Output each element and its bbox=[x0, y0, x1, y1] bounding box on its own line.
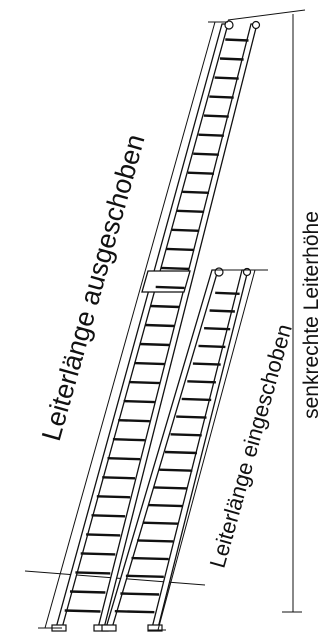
retracted-ladder-rung bbox=[215, 291, 240, 295]
extended-ladder-rung bbox=[161, 266, 190, 271]
retracted-ladder-rung bbox=[131, 556, 169, 561]
extended-ladder-rung bbox=[225, 38, 249, 42]
extended-ladder-rung bbox=[75, 571, 111, 575]
retracted-ladder-rung bbox=[198, 344, 226, 349]
extended-ladder-rung bbox=[107, 457, 141, 461]
extended-ladder-rung bbox=[139, 342, 170, 347]
retracted-ladder bbox=[101, 267, 252, 632]
retracted-ladder-rung bbox=[159, 468, 193, 472]
vertical-height-dimension bbox=[227, 9, 306, 613]
retracted-ladder-rung bbox=[153, 486, 188, 490]
extended-length-dimension bbox=[38, 21, 228, 629]
retracted-length-dimension bbox=[148, 269, 268, 631]
retracted-ladder-rung bbox=[176, 415, 207, 419]
extended-ladder-rung bbox=[219, 57, 244, 61]
extended-ladder-rung bbox=[150, 304, 180, 309]
retracted-ladder-rungs bbox=[114, 291, 240, 614]
retracted-ladder-rung bbox=[120, 592, 160, 596]
retracted-ladder-rung bbox=[192, 362, 221, 366]
extended-ladder-rung bbox=[80, 552, 116, 556]
extended-ladder-rungs bbox=[64, 38, 249, 613]
extended-ladder-rung bbox=[214, 76, 239, 80]
retracted-ladder-rung bbox=[181, 397, 212, 402]
retracted-ladder-left-foot bbox=[101, 624, 117, 632]
extended-ladder-rung bbox=[96, 495, 131, 499]
extended-ladder-rung bbox=[187, 171, 215, 175]
extended-ladder-rung bbox=[193, 152, 219, 156]
retracted-ladder-rung bbox=[164, 450, 198, 455]
retracted-ladder-rung bbox=[170, 433, 202, 437]
vertical-height-label: senkrechte Leiterhöhe bbox=[300, 211, 323, 419]
extended-ladder-rung bbox=[123, 399, 155, 404]
extended-length-label: Leiterlänge ausgeschoben bbox=[36, 131, 151, 444]
retracted-ladder-rung bbox=[148, 503, 183, 508]
retracted-ladder-rung bbox=[114, 610, 155, 614]
extended-ladder-rung bbox=[112, 438, 145, 442]
extended-ladder-rung bbox=[203, 114, 229, 118]
extended-ladder-rung bbox=[144, 323, 175, 328]
extended-ladder-rung bbox=[118, 419, 150, 423]
extended-ladder-rung bbox=[182, 190, 210, 194]
retracted-ladder-rung bbox=[187, 380, 216, 384]
extended-ladder-rung bbox=[128, 380, 160, 385]
extended-ladder-rung bbox=[209, 95, 234, 99]
extended-ladder-rung bbox=[166, 247, 195, 252]
extended-ladder-rung bbox=[69, 590, 106, 594]
extended-ladder-right-cap bbox=[251, 20, 261, 30]
extended-ladder-rung bbox=[102, 476, 136, 480]
extended-ladder-rung bbox=[155, 285, 185, 290]
extended-ladder-rung bbox=[134, 361, 165, 366]
retracted-ladder-rung bbox=[142, 521, 179, 525]
extended-ladder-rung bbox=[86, 533, 121, 537]
retracted-ladder-rung bbox=[204, 327, 231, 331]
retracted-ladder-right-foot bbox=[147, 624, 163, 632]
retracted-ladder-rung bbox=[209, 309, 235, 313]
retracted-ladder-rung bbox=[137, 539, 174, 543]
retracted-length-label: Leiterlänge eingeschoben bbox=[205, 321, 297, 570]
retracted-ladder-left-cap bbox=[214, 267, 224, 277]
extended-ladder-rung bbox=[171, 228, 200, 232]
extended-ladder-rung bbox=[177, 209, 205, 213]
extended-ladder-rung bbox=[198, 133, 224, 137]
retracted-ladder-rung bbox=[125, 574, 164, 578]
extended-ladder-rung bbox=[64, 609, 101, 613]
extended-ladder-rung bbox=[91, 514, 126, 518]
extended-ladder-left-cap bbox=[224, 20, 234, 30]
